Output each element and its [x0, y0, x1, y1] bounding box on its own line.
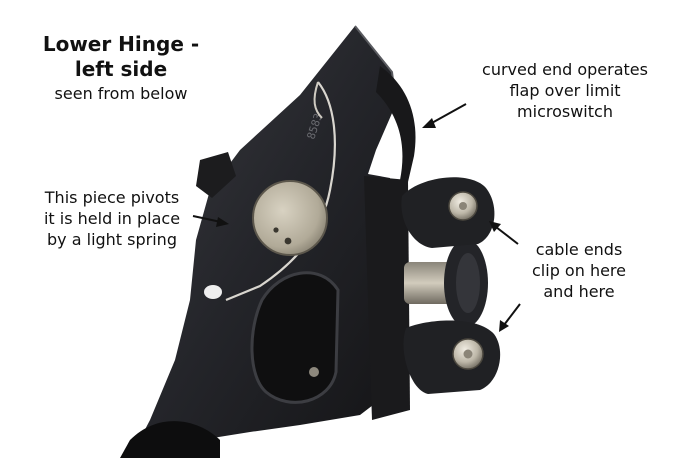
annotation-pivot-line-3: by a light spring: [47, 229, 177, 249]
annotation-pivot-line-1: This piece pivots: [44, 188, 180, 207]
arrow-cable-upper: [489, 221, 519, 245]
arrow-cable-lower: [499, 303, 521, 332]
plate-hole: [204, 285, 222, 299]
annotation-cable-ends: cable ends clip on here and here: [520, 240, 638, 302]
annotation-cable-line-1: cable ends: [535, 240, 623, 259]
cable-clip-upper: [401, 177, 495, 248]
spring-wire: [225, 81, 336, 302]
annotation-curved-line-1: curved end operates: [482, 60, 648, 79]
annotation-curved-line-2: flap over limit: [509, 80, 621, 100]
annotation-cable-line-3: and here: [543, 281, 615, 301]
page-subtitle: seen from below: [54, 84, 188, 103]
page-title: Lower Hinge - left side: [12, 32, 230, 82]
cable-clip-lower: [403, 320, 501, 394]
pivot-tab: [196, 152, 236, 198]
annotation-pivot: This piece pivots it is held in place by…: [14, 188, 210, 250]
annotation-pivot-line-2: it is held in place: [43, 208, 181, 228]
title-line-1: Lower Hinge -: [42, 32, 200, 56]
bracket-block: [364, 176, 410, 420]
annotation-curved-line-3: microswitch: [517, 101, 613, 121]
arrow-curved-end: [422, 103, 467, 128]
annotation-curved-end: curved end operates flap over limit micr…: [440, 60, 690, 122]
arrow-pivot: [192, 215, 229, 227]
annotation-cable-line-2: clip on here: [532, 260, 626, 280]
title-line-2: left side: [74, 57, 168, 81]
curved-end: [376, 66, 416, 182]
pivot-disc: [252, 180, 328, 256]
